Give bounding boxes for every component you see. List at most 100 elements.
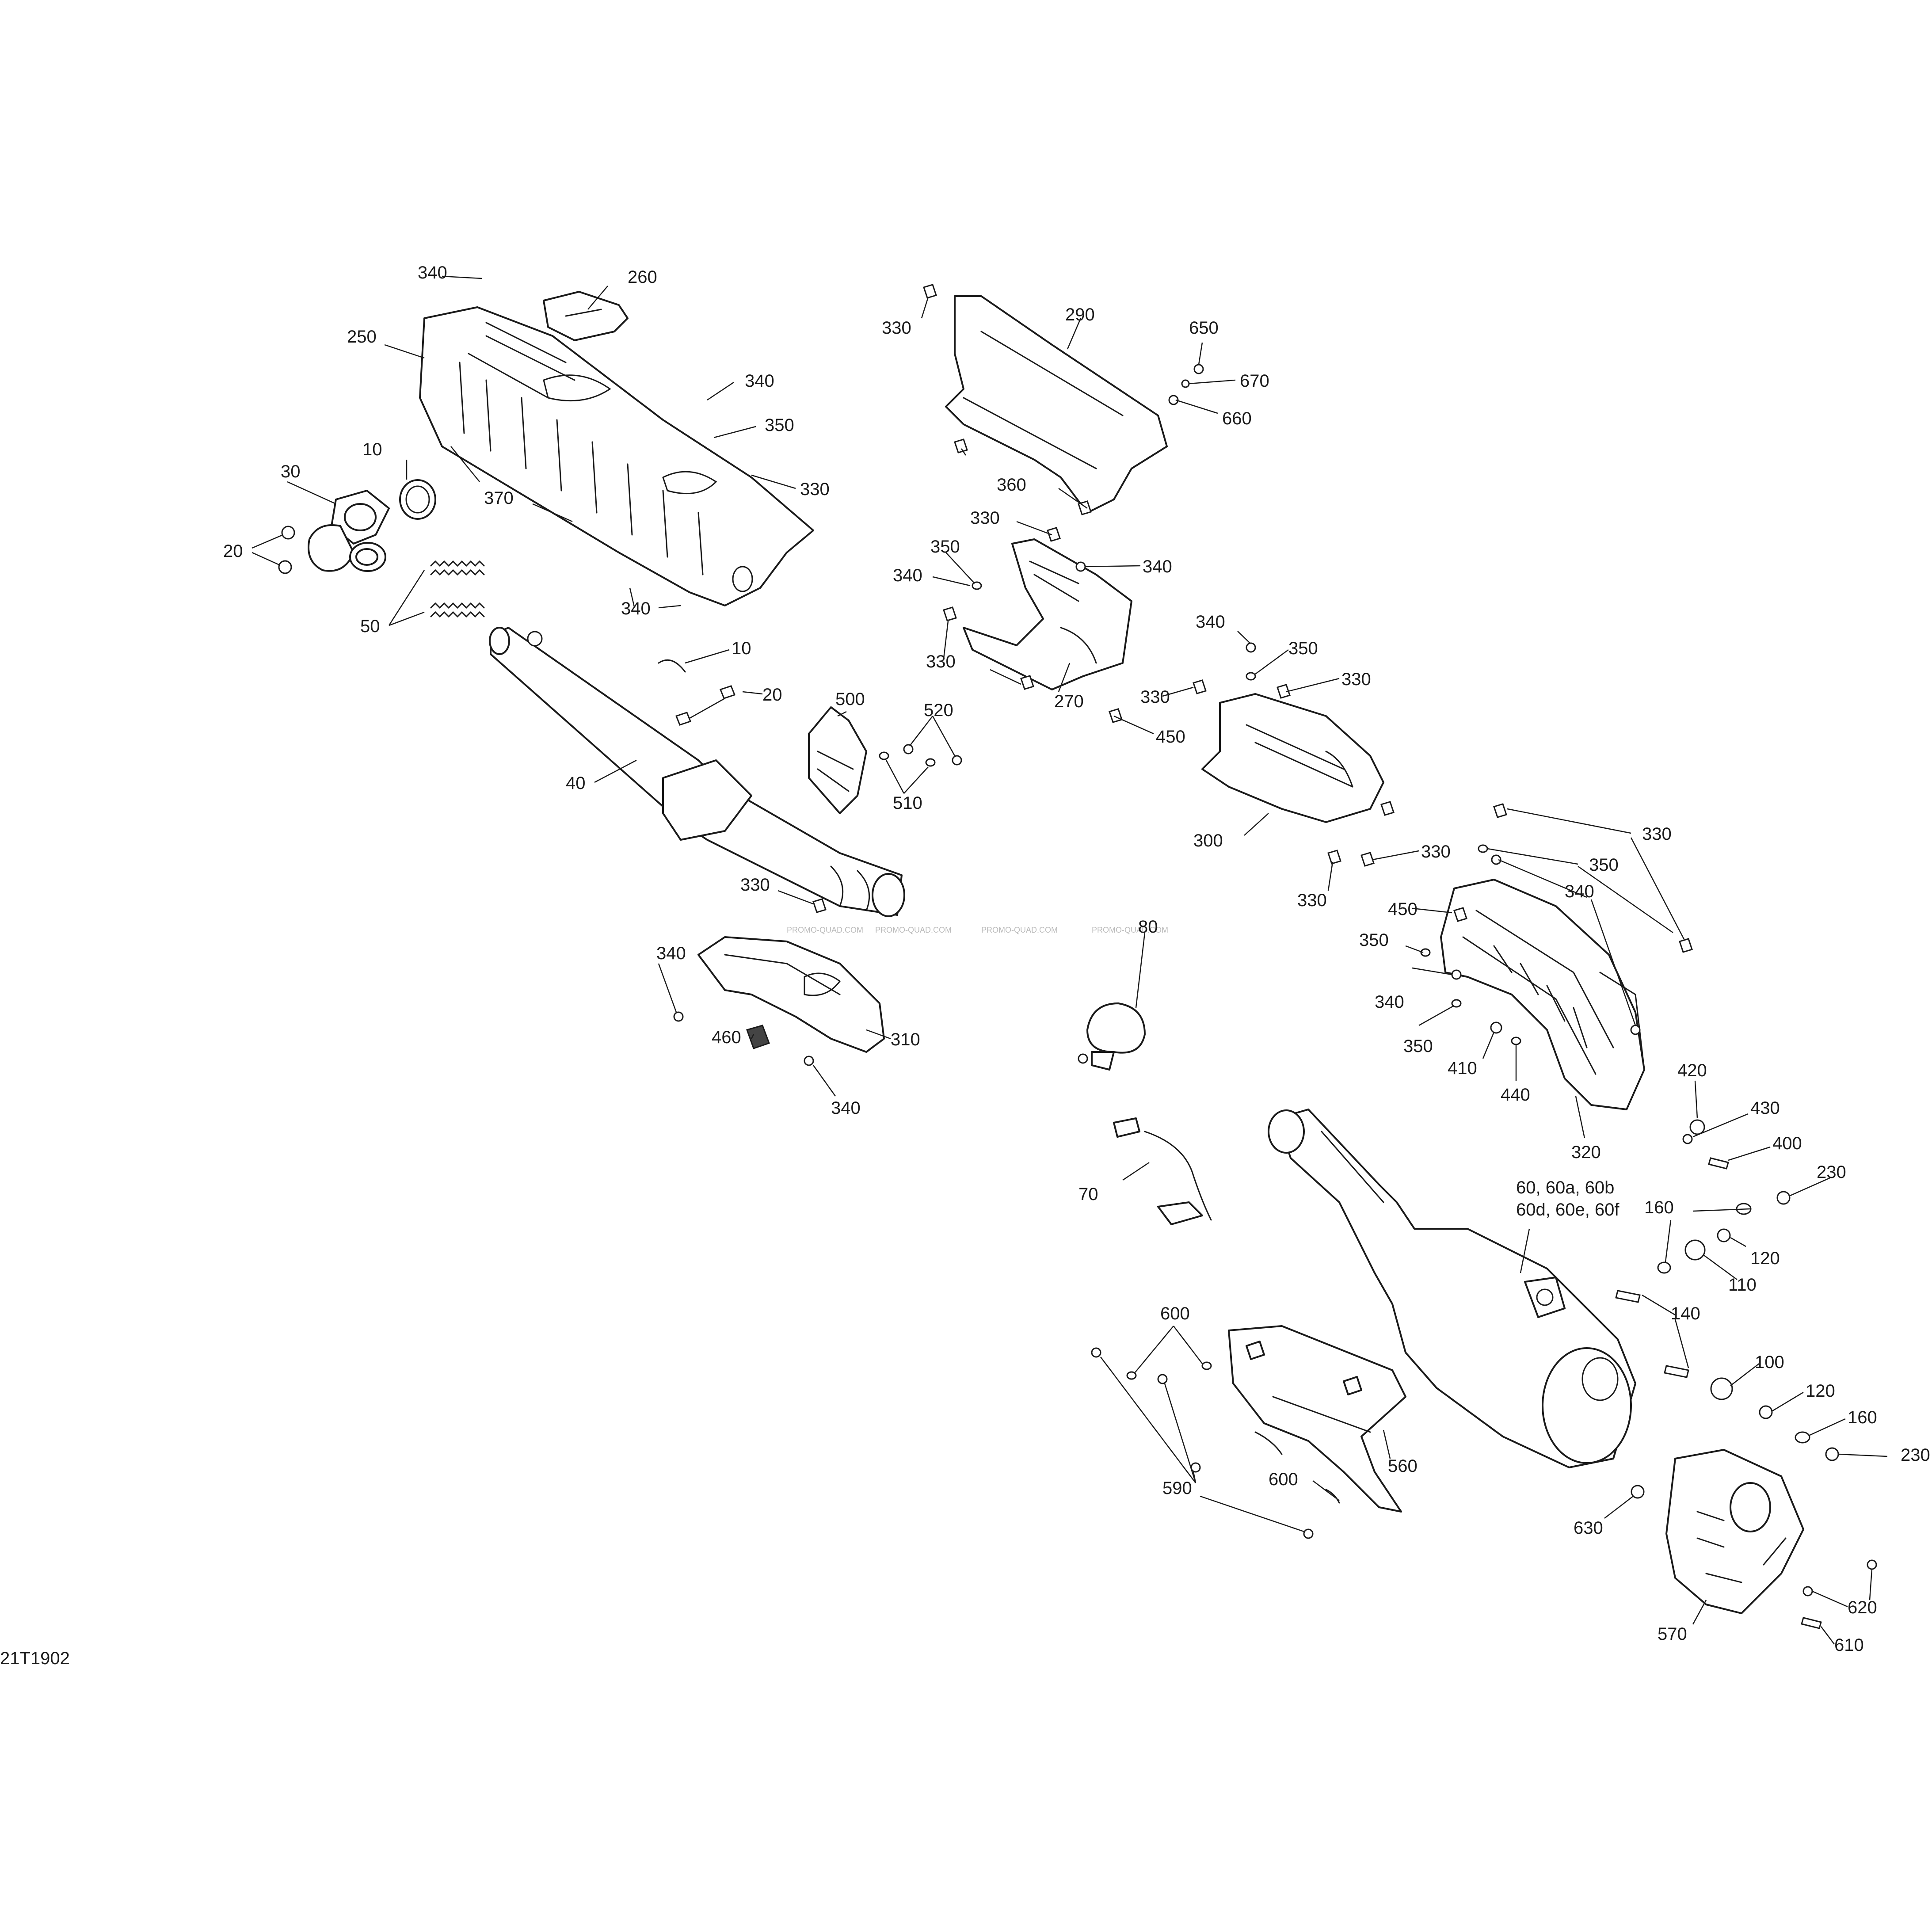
callout-270: 270 [1054, 692, 1084, 711]
part-620-screw [1802, 1586, 1813, 1597]
part-320-shield [1440, 879, 1645, 1110]
callout-430: 430 [1750, 1098, 1780, 1118]
callout-350: 350 [1403, 1036, 1433, 1056]
part-250-heat-shield [419, 306, 814, 606]
part-670-washer [1181, 379, 1190, 388]
callout-330: 330 [970, 508, 1000, 528]
part-330-clip [1327, 850, 1341, 865]
part-400-bolt [1708, 1157, 1729, 1170]
part-350-washer [1420, 948, 1431, 957]
callout-570: 570 [1658, 1624, 1687, 1644]
part-160-washer [1795, 1431, 1810, 1444]
part-450-clip [1109, 708, 1123, 723]
part-350-washer [1451, 999, 1462, 1008]
part-410-nut [1490, 1021, 1502, 1034]
callout-50: 50 [360, 617, 380, 636]
callout-340: 340 [1565, 882, 1594, 901]
part-330-clip [1277, 684, 1291, 699]
callout-670: 670 [1240, 371, 1269, 391]
callout-450: 450 [1388, 899, 1418, 919]
part-20-nut [278, 560, 292, 574]
callout-410: 410 [1448, 1059, 1477, 1078]
part-120-spacer [1759, 1405, 1773, 1419]
part-340-bolt [1246, 642, 1256, 653]
callout-330: 330 [740, 875, 770, 895]
callout-80: 80 [1138, 917, 1158, 937]
callout-100: 100 [1755, 1353, 1784, 1372]
callout-600: 600 [1160, 1304, 1190, 1323]
part-330-clip [812, 898, 827, 913]
part-630-spacer [1631, 1485, 1645, 1499]
callout-10: 10 [732, 639, 751, 658]
callout-300: 300 [1193, 831, 1223, 850]
watermark: PROMO-QUAD.COM [787, 926, 863, 934]
part-660-nut [1168, 395, 1179, 405]
part-340-bolt [804, 1056, 814, 1066]
callout-590: 590 [1162, 1479, 1192, 1498]
part-590-screw [1091, 1347, 1101, 1358]
callout-370: 370 [484, 488, 514, 508]
callout-250: 250 [347, 327, 377, 347]
part-340-bolt [1491, 854, 1501, 865]
part-600-spring [1325, 1489, 1340, 1504]
callout-350: 350 [930, 537, 960, 556]
callout-60-b: 60d, 60e, 60f [1516, 1200, 1620, 1219]
callout-20: 20 [223, 541, 243, 561]
part-20-clip [720, 685, 735, 699]
part-420-nut [1689, 1119, 1705, 1135]
part-600-spring [1254, 1431, 1283, 1455]
part-360-clip [954, 438, 968, 453]
callout-340: 340 [418, 263, 447, 282]
callout-340: 340 [1196, 612, 1225, 632]
callout-460: 460 [712, 1028, 741, 1047]
part-500-bracket [808, 706, 867, 814]
part-300-shield [1201, 693, 1384, 823]
part-340-bolt [1451, 969, 1462, 980]
callout-290: 290 [1065, 305, 1095, 324]
part-140-bolt [1615, 1290, 1641, 1303]
part-330-clip [1047, 527, 1061, 542]
callout-330: 330 [926, 652, 956, 671]
part-340-bolt [1630, 1025, 1641, 1035]
callout-140: 140 [1671, 1304, 1700, 1323]
part-100-grommet [1710, 1377, 1733, 1400]
part-340-bolt [673, 1011, 684, 1022]
callout-160: 160 [1644, 1198, 1674, 1217]
callout-230: 230 [1901, 1445, 1930, 1465]
callout-120: 120 [1750, 1249, 1780, 1268]
part-20-nut [281, 526, 295, 540]
callout-70: 70 [1078, 1185, 1098, 1204]
callout-340: 340 [621, 599, 651, 618]
callout-230: 230 [1817, 1162, 1846, 1182]
callout-330: 330 [1642, 824, 1672, 844]
callout-340: 340 [745, 371, 774, 391]
part-330-clip [1193, 679, 1207, 694]
part-350-washer [1478, 844, 1488, 853]
part-230-nut [1776, 1191, 1791, 1205]
part-70-sensor [1113, 1117, 1212, 1225]
callout-520: 520 [924, 701, 953, 720]
part-40-pipe [489, 627, 905, 917]
part-650-plug [1193, 364, 1204, 374]
callout-350: 350 [1359, 930, 1389, 950]
callout-60-a: 60, 60a, 60b [1516, 1178, 1614, 1197]
callout-650: 650 [1189, 318, 1219, 338]
part-330-clip [1360, 852, 1375, 867]
callout-20: 20 [762, 685, 782, 705]
part-330-clip [1679, 938, 1693, 953]
part-350-washer [1246, 672, 1256, 681]
leader-lines [252, 275, 1888, 1645]
callout-350: 350 [765, 415, 794, 435]
callout-30: 30 [281, 462, 301, 481]
callout-330: 330 [1297, 891, 1327, 910]
part-340-bolt [1075, 561, 1086, 572]
callout-120: 120 [1806, 1381, 1835, 1401]
part-20-clip [675, 712, 691, 726]
part-330-clip [1020, 675, 1034, 690]
part-600-washer [1201, 1361, 1212, 1370]
part-60-muffler [1268, 1109, 1636, 1468]
callout-560: 560 [1388, 1456, 1418, 1476]
callout-450: 450 [1156, 727, 1185, 747]
part-30-flange-elbow [308, 490, 390, 572]
